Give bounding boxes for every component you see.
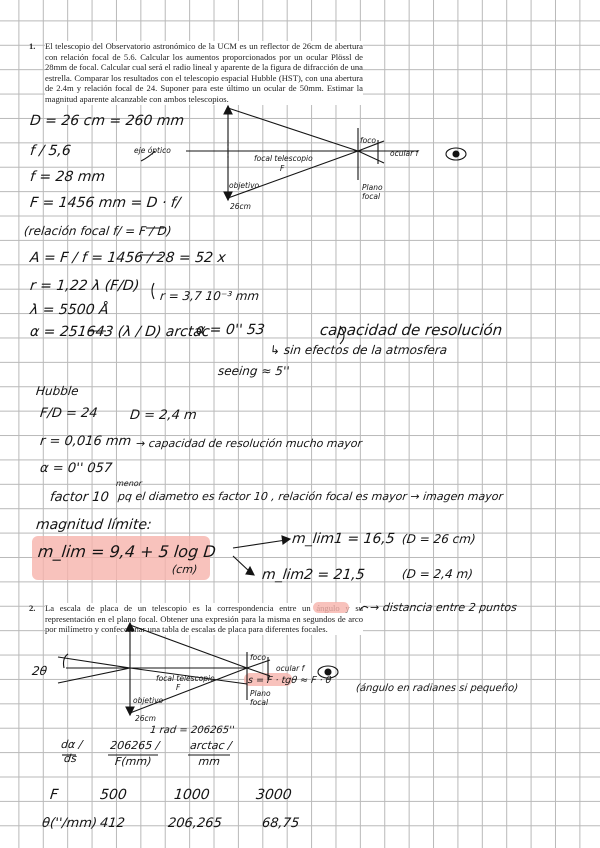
note-hubble-diameter: D = 2,4 m [129, 408, 198, 423]
problem-1-number: 1. [29, 41, 36, 51]
note-plate-scale: 206265 / F(mm) [109, 739, 161, 768]
note-distance-points: → distancia entre 2 puntos [369, 601, 518, 614]
diagram1-optical-axis-label: eje óptico [134, 146, 171, 155]
note-radius-formula: r = 1,22 λ (F/D) [29, 278, 141, 294]
diagram2-eyepiece-label: ocular f [276, 664, 305, 673]
note-alpha-formula: α = 251643 (λ / D) arctac [29, 324, 211, 340]
note-rad-conversion: 1 rad = 206265'' [149, 725, 236, 736]
note-cm: (cm) [171, 563, 199, 576]
note-wavelength: λ = 5500 Å [29, 302, 110, 318]
note-hubble-radius: r = 0,016 mm [39, 434, 132, 449]
note-limit-magnitude: magnitud límite: [35, 517, 153, 533]
note-d2: (D = 2,4 m) [401, 567, 474, 581]
table-header-f: F [49, 787, 59, 803]
note-mlim2: m_lim2 = 21,5 [261, 567, 366, 583]
diagram2-note: (ángulo en radianes si pequeño) [355, 683, 519, 694]
note-alpha-value: α = 0'' 53 [195, 322, 266, 338]
diagram2-s-equation: s = F · tgθ ≈ F · θ [247, 675, 332, 686]
diagram2-angle-label: 2θ [31, 664, 48, 678]
note-relation: (relación focal f/ = F / D) [23, 224, 173, 238]
note-focal-ratio: f / 5,6 [29, 143, 72, 159]
note-factor: factor 10 [49, 490, 110, 505]
note-d1: (D = 26 cm) [401, 532, 477, 546]
note-hubble: Hubble [35, 384, 80, 398]
diagram1-focal-label: focal telescopio [254, 154, 313, 163]
telescope-diagram-2 [57, 621, 339, 717]
note-hubble-alpha: α = 0'' 057 [39, 461, 113, 476]
table-f-500: 500 [99, 787, 128, 803]
note-seeing: seeing ≈ 5'' [217, 364, 291, 378]
highlight-magnitude-formula [32, 536, 210, 580]
diagram1-focal-plane-label: Plano focal [362, 183, 383, 201]
telescope-diagram-1 [140, 104, 467, 202]
note-dalpha-ds: dα / ds [60, 738, 84, 765]
note-hubble-ratio: F/D = 24 [39, 406, 99, 421]
problem-2: 2. La escala de placa de un telescopio e… [29, 603, 363, 635]
table-theta-68: 68,75 [261, 816, 301, 831]
table-theta-412: 412 [99, 816, 126, 831]
diagram2-focal-label: focal telescopio [156, 674, 215, 683]
table-f-1000: 1000 [173, 787, 211, 803]
diagram1-eyepiece-label: ocular f [390, 149, 419, 158]
note-hubble-resolution: → capacidad de resolución mucho mayor [135, 437, 363, 450]
problem-1-text: El telescopio del Observatorio astronómi… [45, 41, 363, 104]
highlight-angle-word [313, 602, 349, 613]
diagram2-f-label: F [176, 683, 181, 692]
note-mlim1: m_lim1 = 16,5 [291, 531, 396, 547]
note-atmosphere: ↳ sin efectos de la atmosfera [269, 343, 448, 357]
note-eyepiece-focal: f = 28 mm [29, 169, 106, 185]
table-f-3000: 3000 [255, 787, 293, 803]
problem-2-text: La escala de placa de un telescopio es l… [45, 603, 363, 635]
diagram2-focus-label: foco [250, 653, 266, 662]
note-resolution: capacidad de resolución [319, 321, 504, 339]
note-magnification: A = F / f = 1456 / 28 = 52 x [29, 250, 227, 266]
note-magnitude-formula: m_lim = 9,4 + 5 log D [37, 542, 217, 561]
note-arcsec-mm: arctac / mm [189, 739, 233, 768]
diagram2-objective-label: objetivo [133, 696, 164, 705]
note-radius-value: r = 3,7 10⁻³ mm [159, 289, 260, 303]
note-focal-length: F = 1456 mm = D · f/ [29, 195, 182, 211]
note-menor: menor [115, 479, 143, 488]
diagram2-focal-plane-label: Plano focal [250, 689, 271, 707]
table-theta-206: 206,265 [167, 816, 223, 831]
diagram1-objective-label: objetivo [229, 181, 260, 190]
note-factor-explanation: pq el diametro es factor 10 , relación f… [117, 490, 504, 503]
table-header-theta: θ(''/mm) [41, 816, 98, 831]
diagram2-diameter-label: 26cm [135, 714, 156, 723]
note-diameter: D = 26 cm = 260 mm [29, 113, 185, 129]
diagram1-f-label: F [280, 164, 285, 173]
diagram1-diameter-label: 26cm [230, 202, 251, 211]
problem-1: 1. El telescopio del Observatorio astron… [29, 41, 363, 105]
problem-2-number: 2. [29, 603, 36, 613]
diagram1-focus-label: foco [360, 136, 376, 145]
